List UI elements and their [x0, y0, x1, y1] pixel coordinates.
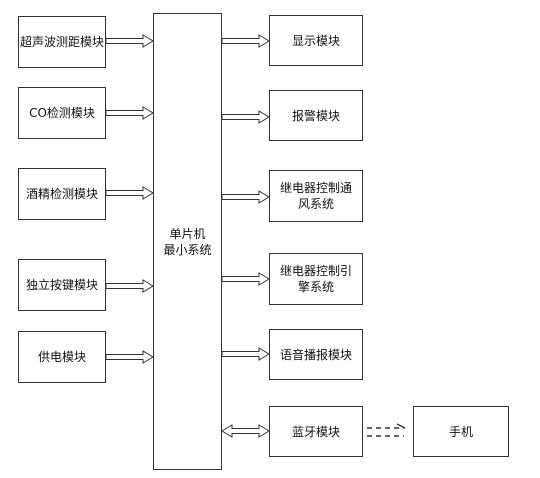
wireless-arrowhead [396, 423, 406, 429]
arrow-mcu-to-relay-engine [221, 272, 270, 286]
display-module: 显示模块 [269, 15, 363, 66]
alarm-module-label: 报警模块 [291, 108, 340, 123]
bluetooth-module: 蓝牙模块 [269, 406, 363, 457]
alcohol-module-label: 酒精检测模块 [25, 187, 98, 201]
display-module-label: 显示模块 [291, 33, 340, 48]
ultrasonic-module: 超声波测距模块 [18, 16, 106, 68]
alcohol-module: 酒精检测模块 [18, 168, 106, 220]
relay-vent-module-label: 继电器控制通风系统 [279, 181, 352, 211]
mcu-minimum-system: 单片机 最小系统 [153, 13, 222, 470]
mcu-label-line2: 最小系统 [163, 242, 212, 257]
arrow-mcu-to-alarm [221, 110, 270, 124]
keys-module-label: 独立按键模块 [25, 278, 98, 292]
mcu-label-line1: 单片机 [169, 226, 206, 241]
power-module-label: 供电模块 [37, 350, 86, 364]
bluetooth-module-label: 蓝牙模块 [291, 424, 340, 439]
arrow-power-to-mcu [105, 350, 154, 364]
relay-engine-module: 继电器控制引擎系统 [269, 253, 363, 305]
voice-module: 语音播报模块 [269, 329, 363, 380]
phone-box: 手机 [413, 406, 509, 457]
keys-module: 独立按键模块 [18, 259, 106, 311]
phone-label: 手机 [448, 424, 473, 439]
arrow-mcu-to-voice [221, 347, 270, 361]
arrow-co-to-mcu [105, 106, 154, 120]
arrow-alcohol-to-mcu [105, 186, 154, 200]
arrow-ultrasonic-to-mcu [105, 34, 154, 48]
co-module-label: CO检测模块 [29, 106, 95, 120]
relay-engine-module-label: 继电器控制引擎系统 [279, 264, 352, 294]
arrow-mcu-to-relay-vent [221, 190, 270, 204]
relay-vent-module: 继电器控制通风系统 [269, 170, 363, 222]
voice-module-label: 语音播报模块 [279, 347, 352, 362]
arrow-mcu-bluetooth-bidirectional [221, 424, 270, 438]
co-module: CO检测模块 [18, 87, 106, 139]
power-module: 供电模块 [18, 331, 106, 383]
arrow-mcu-to-display [221, 34, 270, 48]
alarm-module: 报警模块 [269, 90, 363, 141]
arrow-keys-to-mcu [105, 279, 154, 293]
ultrasonic-module-label: 超声波测距模块 [19, 35, 104, 49]
